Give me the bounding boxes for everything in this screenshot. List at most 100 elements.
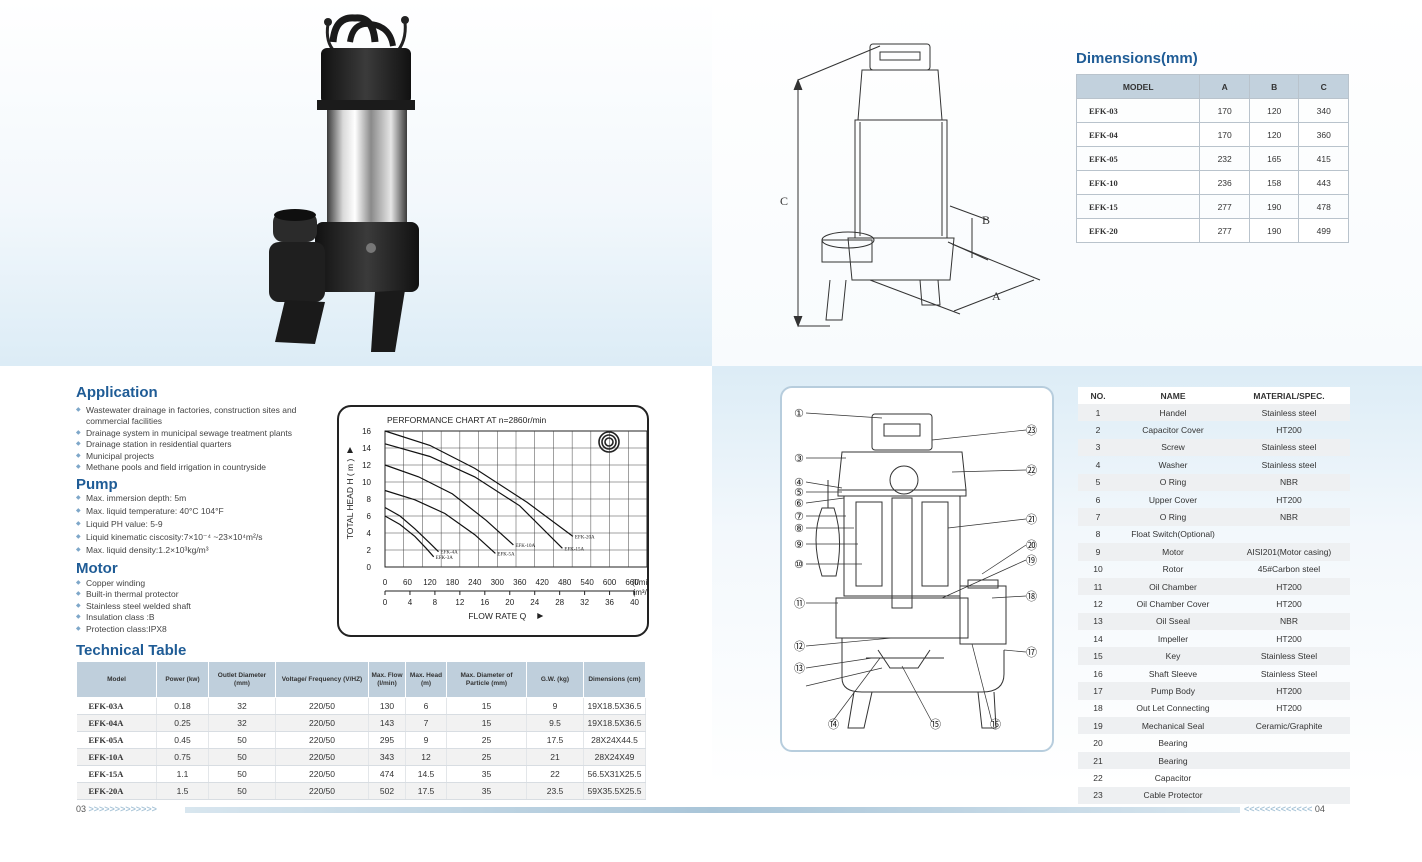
technical-cell: 15 — [446, 714, 527, 732]
technical-cell: 0.18 — [156, 697, 209, 715]
callout-22: ㉒ — [1026, 464, 1037, 477]
x-tick-label: 420 — [536, 578, 550, 587]
x-tick-label-m3h: 36 — [605, 598, 614, 607]
technical-cell: 28X24X44.5 — [583, 731, 646, 749]
callout-19: ⑲ — [1026, 554, 1037, 567]
parts-cell: Mechanical Seal — [1118, 717, 1228, 735]
parts-cell: Bearing — [1158, 738, 1188, 749]
parts-cell: 5 — [1078, 473, 1118, 491]
parts-cell: 21 — [1078, 751, 1118, 770]
technical-cell: 32 — [208, 714, 276, 732]
parts-cell: Oil Chamber — [1118, 577, 1228, 596]
parts-cell: HT200 — [1276, 425, 1302, 436]
col-header: Dimensions (cm) — [583, 661, 646, 698]
series-line — [384, 506, 439, 553]
col-header: MATERIAL/SPEC. — [1228, 387, 1350, 404]
technical-cell: 19X18.5X36.5 — [583, 714, 646, 732]
parts-cell: 1 — [1078, 404, 1118, 422]
callout-12: ⑫ — [794, 640, 805, 653]
technical-cell: 1.5 — [156, 782, 209, 800]
footer-right: <<<<<<<<<<<<< 04 — [1244, 804, 1325, 814]
callout-21: ㉑ — [1026, 513, 1037, 526]
callout-5: ⑤ — [794, 486, 804, 499]
series-line — [384, 464, 514, 546]
col-header: Max. Head (m) — [405, 661, 447, 698]
technical-cell: 1.1 — [156, 765, 209, 783]
parts-cell: Capacitor — [1154, 772, 1192, 783]
y-tick-label: 16 — [362, 427, 371, 436]
callout-9: ⑨ — [794, 538, 804, 551]
y-tick-label: 2 — [367, 546, 372, 555]
callout-13: ⑬ — [794, 662, 805, 675]
technical-cell: 15 — [446, 697, 527, 715]
x-tick-label: 60 — [403, 578, 412, 587]
technical-cell: 130 — [368, 697, 406, 715]
technical-cell: 0.75 — [156, 748, 209, 766]
x-tick-label-m3h: 24 — [530, 598, 539, 607]
col-header: Model — [76, 661, 157, 698]
dimensions-cell: 236 — [1199, 170, 1250, 195]
callout-16: ⑯ — [990, 718, 1001, 731]
parts-cell: Oil Chamber Cover — [1136, 598, 1210, 609]
y-tick-label: 6 — [367, 512, 372, 521]
callout-23: ㉓ — [1026, 424, 1037, 437]
parts-cell: Ceramic/Graphite — [1228, 717, 1350, 735]
list-item: Max. immersion depth: 5m — [76, 492, 326, 505]
technical-cell: 59X35.5X25.5 — [583, 782, 646, 800]
technical-cell: 17.5 — [526, 731, 584, 749]
technical-cell: 143 — [368, 714, 406, 732]
parts-cell: 23 — [1078, 786, 1118, 804]
list-item: Stainless steel welded shaft — [76, 601, 326, 613]
col-header: Max. Flow (l/min) — [368, 661, 406, 698]
parts-cell: 13 — [1078, 612, 1118, 631]
footer-arrows: >>>>>>>>>>>>> — [88, 804, 157, 814]
x-tick-label-m3h: 12 — [455, 598, 464, 607]
y-tick-label: 14 — [362, 444, 371, 453]
callout-7: ⑦ — [794, 510, 804, 523]
technical-cell: 502 — [368, 782, 406, 800]
series-line — [384, 443, 563, 549]
parts-cell: Float Switch(Optional) — [1131, 529, 1215, 540]
parts-cell: Capacitor Cover — [1142, 425, 1204, 436]
technical-cell: EFK-04A — [76, 714, 157, 732]
y-tick-label: 10 — [362, 478, 371, 487]
x-tick-label: 360 — [513, 578, 527, 587]
x-tick-label: 120 — [423, 578, 437, 587]
parts-cell: 10 — [1093, 564, 1103, 575]
technical-cell: 21 — [526, 748, 584, 766]
parts-cell: HT200 — [1276, 633, 1302, 644]
parts-cell: 20 — [1093, 738, 1103, 749]
y-tick-label: 12 — [362, 461, 371, 470]
application-list: Wastewater drainage in factories, constr… — [76, 405, 326, 474]
col-header: Max. Diameter of Particle (mm) — [446, 661, 527, 698]
dimensions-cell: EFK-03 — [1075, 98, 1201, 123]
parts-cell: O Ring — [1118, 473, 1228, 491]
x-tick-label-m3h: 8 — [433, 598, 438, 607]
parts-cell: 3 — [1078, 438, 1118, 457]
parts-cell: 45#Carbon steel — [1257, 564, 1321, 575]
technical-cell: 0.25 — [156, 714, 209, 732]
parts-cell: Stainless Steel — [1260, 668, 1318, 679]
list-item: Liquid PH value: 5-9 — [76, 518, 326, 531]
parts-cell: Pump Body — [1118, 682, 1228, 700]
parts-cell: 17 — [1078, 682, 1118, 700]
technical-cell: 25 — [446, 748, 527, 766]
technical-cell: 14.5 — [405, 765, 447, 783]
series-label: EFK-3A — [436, 556, 454, 561]
parts-cell: Key — [1118, 647, 1228, 665]
dimensions-cell: 158 — [1248, 170, 1300, 195]
